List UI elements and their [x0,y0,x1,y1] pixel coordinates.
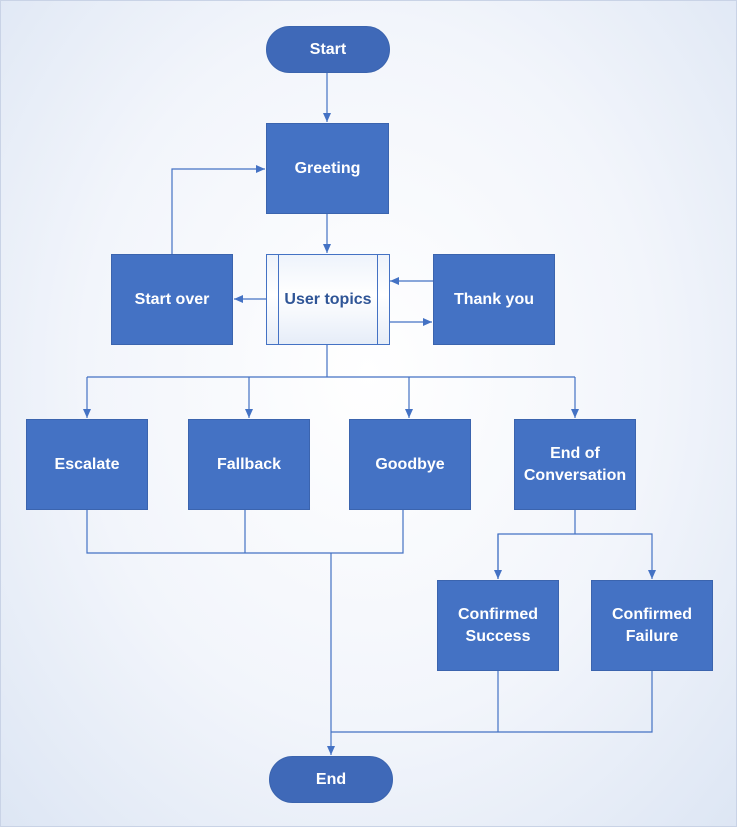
greeting-node: Greeting [266,123,389,214]
goodbye-label: Goodbye [375,455,445,473]
confirmed-failure-label: Confirmed Failure [612,605,692,645]
connector-left-group-merge [86,510,404,554]
user-topics-label: User topics [284,290,372,308]
end-terminal: End [269,756,393,803]
user-topics-subprocess: User topics [266,254,390,345]
escalate-label: Escalate [54,455,120,473]
confirmed-success-node: Confirmed Success [437,580,559,671]
goodbye-node: Goodbye [349,419,471,510]
thank-you-label: Thank you [453,290,534,308]
connector-user-topics-branch [87,345,575,378]
connector-eoc-branch [497,510,652,579]
end-of-conversation-label: End of Conversation [523,444,627,484]
subprocess-left-bar [278,255,279,344]
start-label: Start [309,40,347,58]
connector-confirmed-merge [331,671,653,733]
confirmed-success-label: Confirmed Success [458,605,538,645]
escalate-node: Escalate [26,419,148,510]
end-of-conversation-node: End of Conversation [514,419,636,510]
start-terminal: Start [266,26,390,73]
fallback-label: Fallback [216,455,282,473]
start-over-node: Start over [111,254,233,345]
thank-you-node: Thank you [433,254,555,345]
connector-start-over-greeting [171,165,265,254]
fallback-node: Fallback [188,419,310,510]
start-over-label: Start over [134,290,210,308]
subprocess-right-bar [377,255,378,344]
end-label: End [315,770,347,788]
greeting-label: Greeting [294,159,361,177]
confirmed-failure-node: Confirmed Failure [591,580,713,671]
